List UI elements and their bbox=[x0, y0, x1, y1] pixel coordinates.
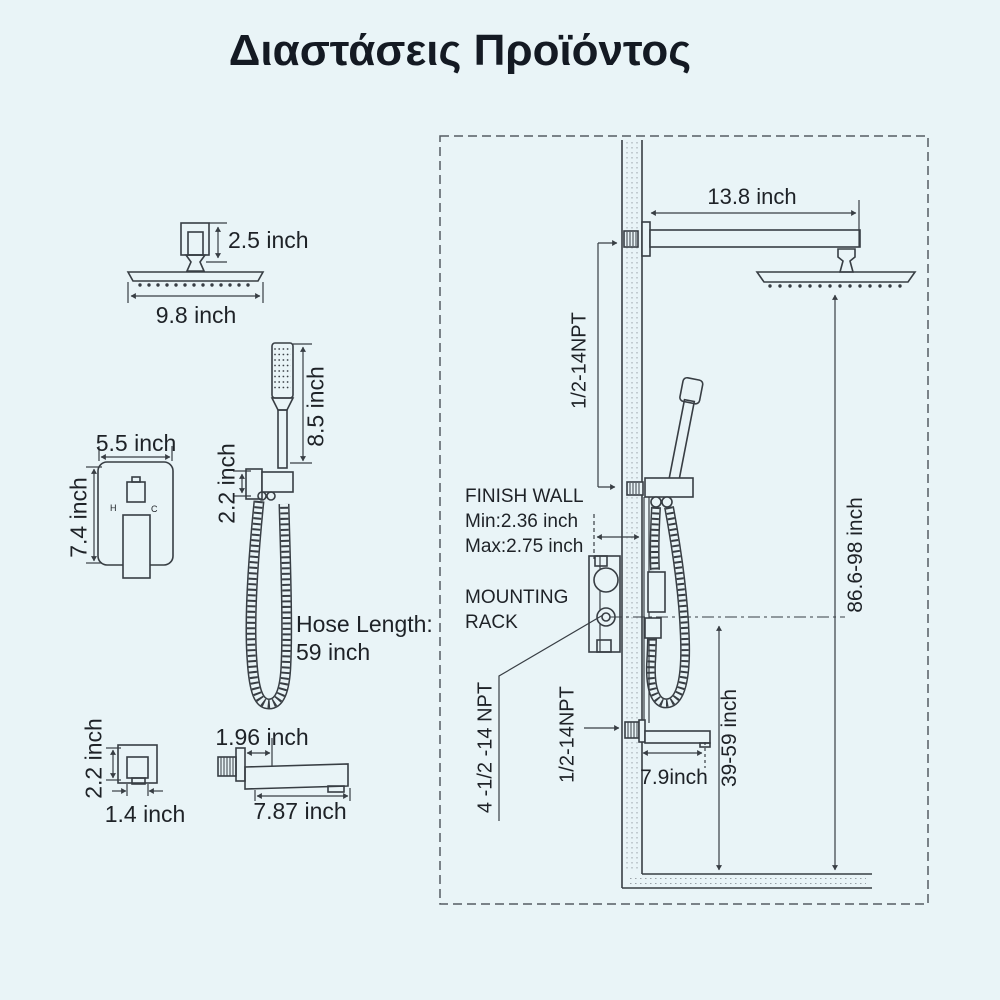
label-mounting-rack: MOUNTING RACK bbox=[465, 587, 569, 633]
dim-showerhead-width: 9.8 inch bbox=[155, 302, 237, 328]
label-spout-thread: 1/2-14NPT bbox=[556, 686, 579, 783]
hose-drawing bbox=[245, 500, 293, 710]
dim-spout-height-range: 39-59 inch bbox=[718, 688, 741, 788]
tub-spout-drawing bbox=[217, 738, 351, 801]
hose-right-drawing bbox=[645, 506, 691, 709]
wall-elbow-drawing bbox=[106, 744, 163, 796]
dim-elbow-height: 2.2 inch bbox=[80, 718, 107, 799]
valve-drawing bbox=[86, 446, 174, 579]
page-title: Διαστάσεις Προϊόντος bbox=[228, 26, 692, 75]
dim-valve-width: 5.5 inch bbox=[95, 430, 177, 456]
label-upper-thread: 1/2-14NPT bbox=[568, 312, 591, 409]
dim-spout-thread: 1.96 inch bbox=[215, 724, 309, 750]
hand-shower-drawing bbox=[233, 342, 312, 710]
valve-hot-label: H bbox=[110, 503, 117, 513]
dim-spout-reach: 7.9inch bbox=[640, 766, 708, 789]
dim-handshower-length: 8.5 inch bbox=[302, 366, 329, 447]
dim-showerhead-connector-height: 2.5 inch bbox=[228, 227, 309, 253]
label-hose-length: Hose Length: 59 inch bbox=[296, 611, 433, 665]
dim-holder-height: 2.2 inch bbox=[213, 443, 240, 524]
label-valve-threads: 4 -1/2 -14 NPT bbox=[474, 681, 497, 814]
valve-cold-label: C bbox=[151, 504, 158, 514]
installation-drawing bbox=[439, 135, 929, 905]
dim-valve-height: 7.4 inch bbox=[65, 477, 92, 558]
dim-head-height-range: 86.6-98 inch bbox=[844, 497, 867, 613]
wall-drawing bbox=[621, 140, 872, 889]
label-finish-wall: FINISH WALL Min:2.36 inch Max:2.75 inch bbox=[465, 486, 584, 557]
dim-elbow-width: 1.4 inch bbox=[104, 801, 186, 827]
mounting-rack-drawing bbox=[588, 497, 666, 723]
dim-spout-length: 7.87 inch bbox=[253, 798, 347, 824]
dim-arm-length: 13.8 inch bbox=[707, 184, 797, 209]
shower-head-drawing bbox=[126, 222, 265, 303]
